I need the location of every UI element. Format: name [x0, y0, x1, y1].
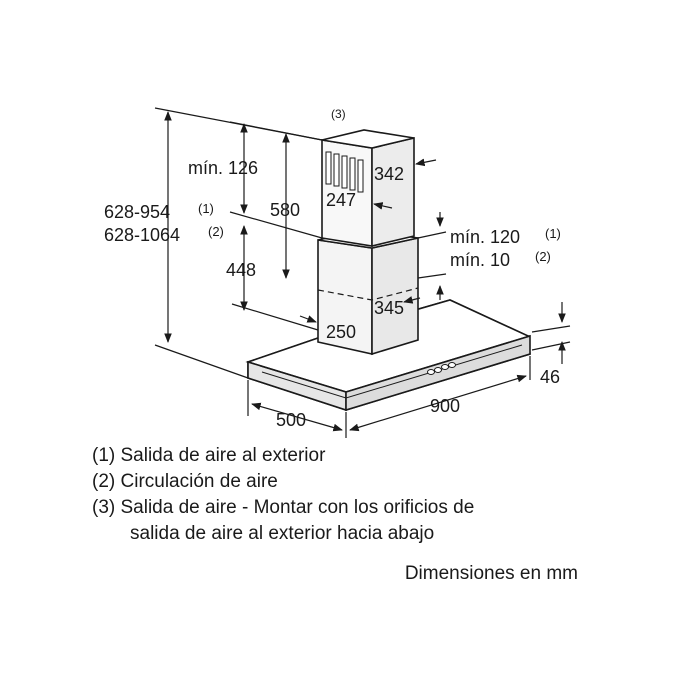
dim-total-height-1-note: (1)	[198, 201, 214, 216]
dim-lower-chimney-depth: 250	[326, 322, 356, 342]
legend-item-2: (2) Circulación de aire	[92, 471, 278, 492]
dim-total-height-1: 628-954	[104, 202, 170, 222]
dim-min-gap-2: mín. 10	[450, 250, 510, 270]
dim-min-top: mín. 126	[188, 158, 258, 178]
dim-chimney-depth: 247	[326, 190, 356, 210]
dim-min-gap-2-note: (2)	[535, 249, 551, 264]
legend: (1) Salida de aire al exterior (2) Circu…	[92, 443, 474, 547]
dim-min-gap-1-note: (1)	[545, 226, 561, 241]
dim-min-gap-1: mín. 120	[450, 227, 520, 247]
dim-upper-height: 580	[270, 200, 300, 220]
dim-total-height-2: 628-1064	[104, 225, 180, 245]
dim-chimney-width: 342	[374, 164, 404, 184]
legend-item-3: (3) Salida de aire - Montar con los orif…	[92, 497, 475, 518]
units-note: Dimensiones en mm	[404, 563, 578, 584]
legend-item-3-continued: salida de aire al exterior hacia abajo	[130, 523, 435, 544]
dim-upper-section-height: 448	[226, 260, 256, 280]
chimney-note-label: (3)	[331, 107, 346, 121]
dim-hood-thickness: 46	[540, 367, 560, 387]
air-outlet-slots	[325, 151, 364, 193]
upper-chimney	[321, 129, 415, 248]
legend-item-1: (1) Salida de aire al exterior	[92, 445, 326, 466]
control-panel-buttons	[427, 362, 456, 375]
dim-total-height-2-note: (2)	[208, 224, 224, 239]
dim-lower-chimney-width: 345	[374, 298, 404, 318]
dim-hood-depth: 500	[276, 410, 306, 430]
dim-hood-width: 900	[430, 396, 460, 416]
dimension-lines	[164, 111, 571, 438]
